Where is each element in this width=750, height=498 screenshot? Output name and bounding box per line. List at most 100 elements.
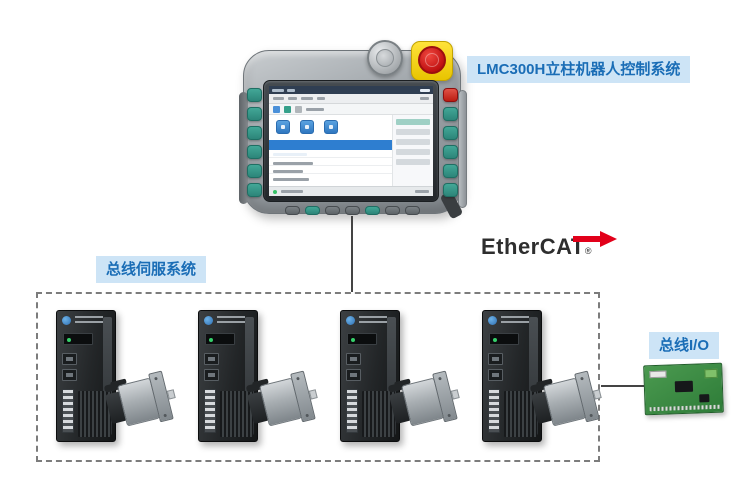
toolbar-icon [295, 106, 302, 113]
drive-label-text [217, 316, 245, 326]
ethernet-port-icon [346, 369, 361, 381]
menu-item [317, 97, 325, 100]
table-row [269, 150, 392, 165]
menu-item [420, 97, 429, 100]
function-key [325, 206, 340, 215]
membrane-key [443, 126, 458, 140]
app-icon [300, 120, 314, 134]
side-list-item [396, 129, 430, 135]
function-key [405, 206, 420, 215]
screen-menubar [269, 94, 433, 104]
screen-statusbar [269, 186, 433, 196]
emergency-stop-button [418, 46, 446, 74]
drive-brand-icon [62, 316, 71, 325]
drive-label-text [501, 316, 529, 326]
io-board-chip [699, 394, 710, 403]
io-board-terminal [704, 368, 718, 379]
io-board [643, 362, 724, 416]
screen-side-panel [393, 115, 433, 186]
drive-side-panel [245, 317, 254, 435]
drive-side-panel [529, 317, 538, 435]
servo-system-label: 总线伺服系统 [96, 256, 207, 283]
drive-brand-icon [488, 316, 497, 325]
membrane-key [247, 107, 262, 121]
drive-brand-icon [346, 316, 355, 325]
toolbar-icon [273, 106, 280, 113]
drive-side-panel [103, 317, 112, 435]
teach-pendant [239, 40, 467, 220]
toolbar-text [306, 108, 324, 111]
membrane-key [247, 126, 262, 140]
function-key [345, 206, 360, 215]
ethernet-port-icon [204, 353, 219, 365]
table-row [269, 166, 392, 181]
app-icon [324, 120, 338, 134]
terminal-strip [488, 389, 500, 433]
motor-shaft [166, 389, 176, 400]
function-key [385, 206, 400, 215]
membrane-key [247, 145, 262, 159]
ethernet-port-icon [488, 369, 503, 381]
servo-system-group [36, 292, 602, 462]
membrane-key [247, 183, 262, 197]
membrane-key [443, 164, 458, 178]
ethernet-port-icon [204, 369, 219, 381]
status-text [281, 190, 303, 193]
pendant-left-grip [239, 92, 248, 204]
drive-head [62, 315, 110, 331]
drive-label-text [75, 316, 103, 326]
io-board-chip [674, 380, 694, 393]
menu-item [301, 97, 313, 100]
servo-drive [56, 310, 116, 442]
motor-shaft [592, 389, 602, 400]
menu-item [288, 97, 297, 100]
servo-drive [198, 310, 258, 442]
servo-unit [56, 308, 186, 456]
function-key [285, 206, 300, 215]
ethercat-registered-mark: ® [584, 246, 592, 256]
drive-side-panel [387, 317, 396, 435]
servo-unit [198, 308, 328, 456]
ethernet-port-icon [346, 353, 361, 365]
drive-head [204, 315, 252, 331]
terminal-strip [346, 389, 358, 433]
ethercat-text: EtherCAT [481, 234, 585, 259]
io-board-pin-strip [649, 404, 720, 412]
ethernet-port-icon [62, 369, 77, 381]
servo-drive [340, 310, 400, 442]
connector-servo-to-io [601, 385, 644, 387]
ethernet-port-icon [488, 353, 503, 365]
app-icon-row [269, 115, 392, 137]
controller-label: LMC300H立柱机器人控制系统 [467, 56, 691, 83]
selected-row-text [273, 153, 307, 156]
connector-pendant-to-servo [351, 216, 353, 292]
servo-unit [340, 308, 470, 456]
function-key [365, 206, 380, 215]
status-led [273, 189, 277, 194]
drive-display [489, 333, 519, 345]
side-list-item [396, 149, 430, 155]
membrane-key [443, 183, 458, 197]
ethercat-logo: EtherCAT® [481, 231, 617, 264]
screen-titlebar [269, 86, 433, 94]
stop-key [443, 88, 458, 102]
servo-unit [482, 308, 612, 456]
titlebar-text [272, 89, 284, 92]
drive-brand-icon [204, 316, 213, 325]
drive-display [347, 333, 377, 345]
drive-head [346, 315, 394, 331]
drive-head [488, 315, 536, 331]
membrane-key [247, 164, 262, 178]
titlebar-text [287, 89, 295, 92]
screen-toolbar [269, 104, 433, 115]
side-list-item [396, 119, 430, 125]
toolbar-icon [284, 106, 291, 113]
io-board-connector [649, 370, 667, 379]
membrane-key [247, 88, 262, 102]
membrane-key [443, 145, 458, 159]
status-text [415, 190, 429, 193]
screen-body [269, 115, 433, 186]
drive-display [63, 333, 93, 345]
drive-display [205, 333, 235, 345]
motor-shaft [450, 389, 460, 400]
